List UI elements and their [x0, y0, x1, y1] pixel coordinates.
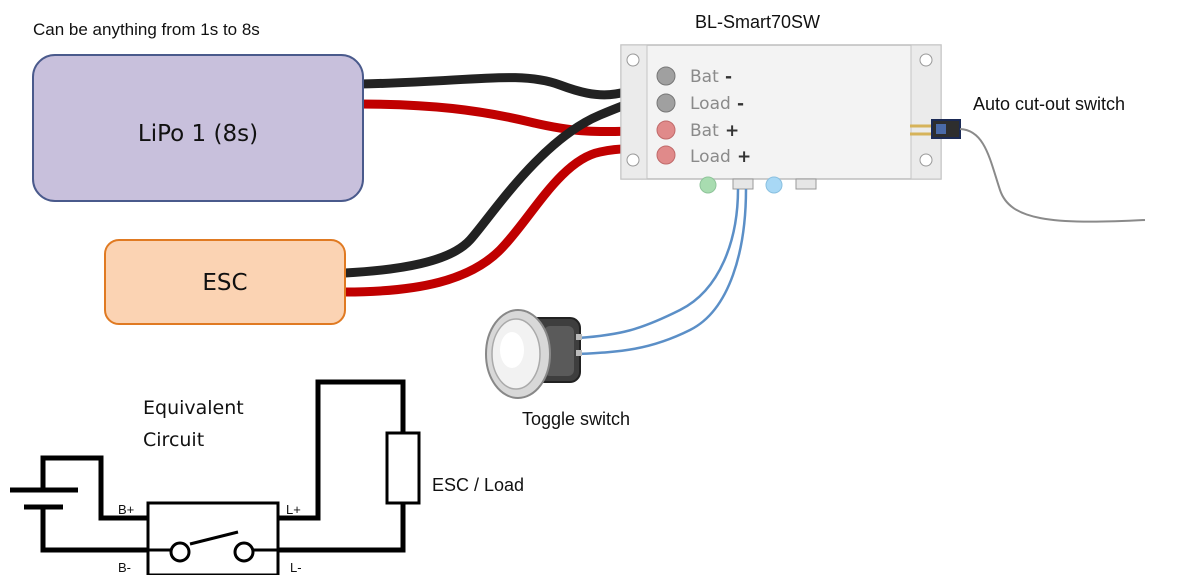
circuit-wire-bminus: [40, 507, 148, 553]
toggle-switch-label: Toggle switch: [522, 409, 630, 429]
load-negative-pad: [656, 93, 676, 113]
circuit-wire-lminus: [278, 503, 406, 553]
b-plus-label: B+: [118, 502, 134, 517]
lipo-positive-wire: [355, 99, 665, 136]
module-title: BL-Smart70SW: [695, 12, 820, 32]
lipo-negative-wire: [355, 73, 665, 100]
switch-box: [146, 501, 280, 575]
toggle-wire-2: [577, 188, 748, 356]
load-positive-pad: [656, 145, 676, 165]
lipo-battery-label: LiPo 1 (8s): [138, 121, 258, 147]
terminal-name: Load: [690, 94, 731, 114]
lipo-battery-box: [32, 54, 364, 202]
mount-hole-icon: [626, 53, 640, 67]
power-wires: [340, 73, 667, 297]
esc-label: ESC: [202, 270, 247, 296]
auto-cutout-label: Auto cut-out switch: [973, 94, 1125, 114]
status-led-blue: [765, 176, 783, 194]
esc-box: [104, 239, 346, 325]
circuit-wire-bplus: [40, 455, 148, 521]
terminal-sign: +: [725, 121, 739, 141]
esc-load-label: ESC / Load: [432, 475, 524, 495]
bat-negative-pad: [656, 66, 676, 86]
mount-hole-icon: [919, 53, 933, 67]
mount-hole-icon: [626, 153, 640, 167]
bat-positive-pad: [656, 120, 676, 140]
toggle-connector: [732, 178, 754, 190]
b-minus-label: B-: [118, 560, 131, 575]
equivalent-title-line1: Equivalent: [143, 397, 244, 419]
terminal-name: Bat: [690, 121, 719, 141]
battery-range-caption: Can be anything from 1s to 8s: [33, 20, 260, 39]
terminal-sign: -: [737, 94, 744, 114]
bl-smart70sw-module: Bat - Load - Bat + Load +: [620, 44, 961, 194]
terminal-sign: +: [737, 147, 751, 167]
switch-icon: [148, 530, 278, 563]
toggle-switch-icon: [485, 309, 582, 399]
toggle-wire-1: [577, 188, 740, 340]
auto-cutout-wire: [959, 128, 1146, 223]
equivalent-circuit: [10, 379, 421, 575]
l-plus-label: L+: [286, 502, 301, 517]
terminal-name: Load: [690, 147, 731, 167]
status-led-green: [699, 176, 717, 194]
terminal-name: Bat: [690, 67, 719, 87]
l-minus-label: L-: [290, 560, 302, 575]
equivalent-title-line2: Circuit: [143, 429, 204, 451]
aux-connector: [795, 178, 817, 190]
circuit-wire-lplus: [278, 379, 406, 521]
terminal-sign: -: [725, 67, 732, 87]
mount-hole-icon: [919, 153, 933, 167]
cutout-connector-tab: [936, 124, 946, 134]
load-resistor: [385, 431, 421, 505]
